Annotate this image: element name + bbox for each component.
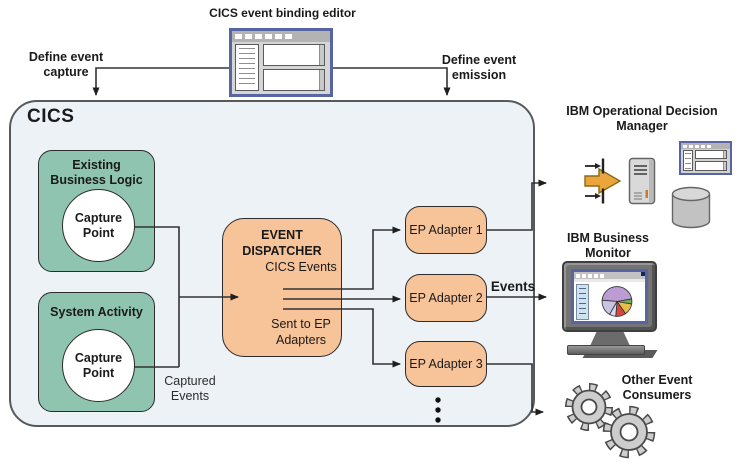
business-monitor-title: IBM Business Monitor xyxy=(567,231,649,261)
define-capture-connector xyxy=(92,67,229,96)
monitor-screen xyxy=(571,269,648,324)
capture-point-1: Capture Point xyxy=(62,189,135,262)
mini-window-pane-bottom xyxy=(695,161,727,171)
mini-window-pane-top xyxy=(695,150,727,159)
ep-adapter-2-label: EP Adapter 2 xyxy=(409,291,483,305)
odm-title: IBM Operational Decision Manager xyxy=(566,104,718,134)
event-dispatcher-box: EVENT DISPATCHER CICS Events Sent to EP … xyxy=(222,218,342,357)
mini-window-icon xyxy=(679,141,732,175)
editor-titlebar xyxy=(232,31,330,42)
capture-point-2: Capture Point xyxy=(62,329,135,402)
monitor-stand-neck xyxy=(590,332,630,346)
gear-icon xyxy=(602,405,656,459)
editor-title: CICS event binding editor xyxy=(209,6,356,20)
dispatcher-cics-events-label: CICS Events xyxy=(265,260,337,274)
ep-adapter-3-label: EP Adapter 3 xyxy=(409,357,483,371)
define-emission-connector xyxy=(333,67,451,96)
mini-window-titlebar xyxy=(681,143,730,149)
ep-adapter-3-box: EP Adapter 3 xyxy=(405,341,487,387)
editor-window-icon xyxy=(229,28,333,97)
cics-region-label: CICS xyxy=(27,106,75,127)
ep-adapter-1-box: EP Adapter 1 xyxy=(405,206,487,254)
capture-point-2-label: Capture Point xyxy=(74,350,123,380)
pie-chart-icon xyxy=(601,286,633,317)
monitor-icon xyxy=(562,261,657,332)
gears-icon-group xyxy=(565,383,656,459)
editor-pane-top xyxy=(263,44,325,66)
editor-body xyxy=(232,42,330,94)
monitor-sidebar xyxy=(576,284,589,320)
define-emission-label: Define event emission xyxy=(441,53,517,83)
event-flow-icon xyxy=(584,158,622,204)
editor-pane-bottom xyxy=(263,69,325,91)
event-dispatcher-title: EVENT DISPATCHER xyxy=(242,228,322,258)
define-capture-label: Define event capture xyxy=(28,50,104,80)
monitor-close-box xyxy=(641,272,645,276)
existing-business-logic-label: Existing Business Logic xyxy=(50,158,143,187)
events-label: Events xyxy=(490,279,536,294)
system-activity-label: System Activity xyxy=(50,305,143,319)
server-icon xyxy=(628,157,656,205)
monitor-strip xyxy=(574,279,645,282)
monitor-stand-base xyxy=(567,345,645,355)
database-cylinder-icon xyxy=(671,186,711,229)
ep-adapter-1-label: EP Adapter 1 xyxy=(409,223,483,237)
monitor-toolbar xyxy=(574,272,645,279)
ep-adapter-2-box: EP Adapter 2 xyxy=(405,274,487,322)
other-consumers-title: Other Event Consumers xyxy=(621,373,693,403)
editor-tree-pane xyxy=(235,44,259,91)
mini-window-body xyxy=(681,149,730,173)
captured-events-label: Captured Events xyxy=(164,374,216,404)
capture-point-1-label: Capture Point xyxy=(74,210,123,240)
mini-window-tree xyxy=(683,150,693,171)
gear-icon xyxy=(565,383,613,431)
dispatcher-sent-label: Sent to EP Adapters xyxy=(271,317,331,347)
